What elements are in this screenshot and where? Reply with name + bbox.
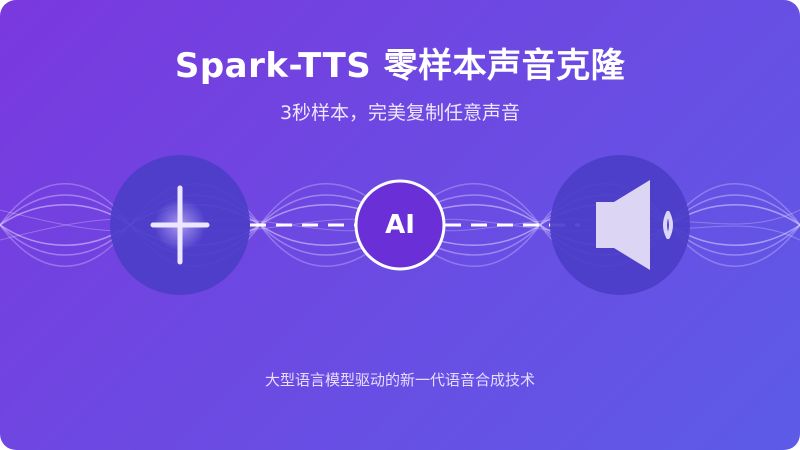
output-voice-node [550,155,690,295]
input-sample-node [110,155,250,295]
ai-badge-label: AI [385,210,415,240]
page-title: Spark-TTS 零样本声音克隆 [174,46,626,86]
speaker-icon [596,180,673,270]
plus-icon [150,185,210,265]
page-subtitle: 3秒样本，完美复制任意声音 [279,102,521,124]
tagline: 大型语言模型驱动的新一代语音合成技术 [264,371,535,389]
ai-badge [354,179,446,271]
